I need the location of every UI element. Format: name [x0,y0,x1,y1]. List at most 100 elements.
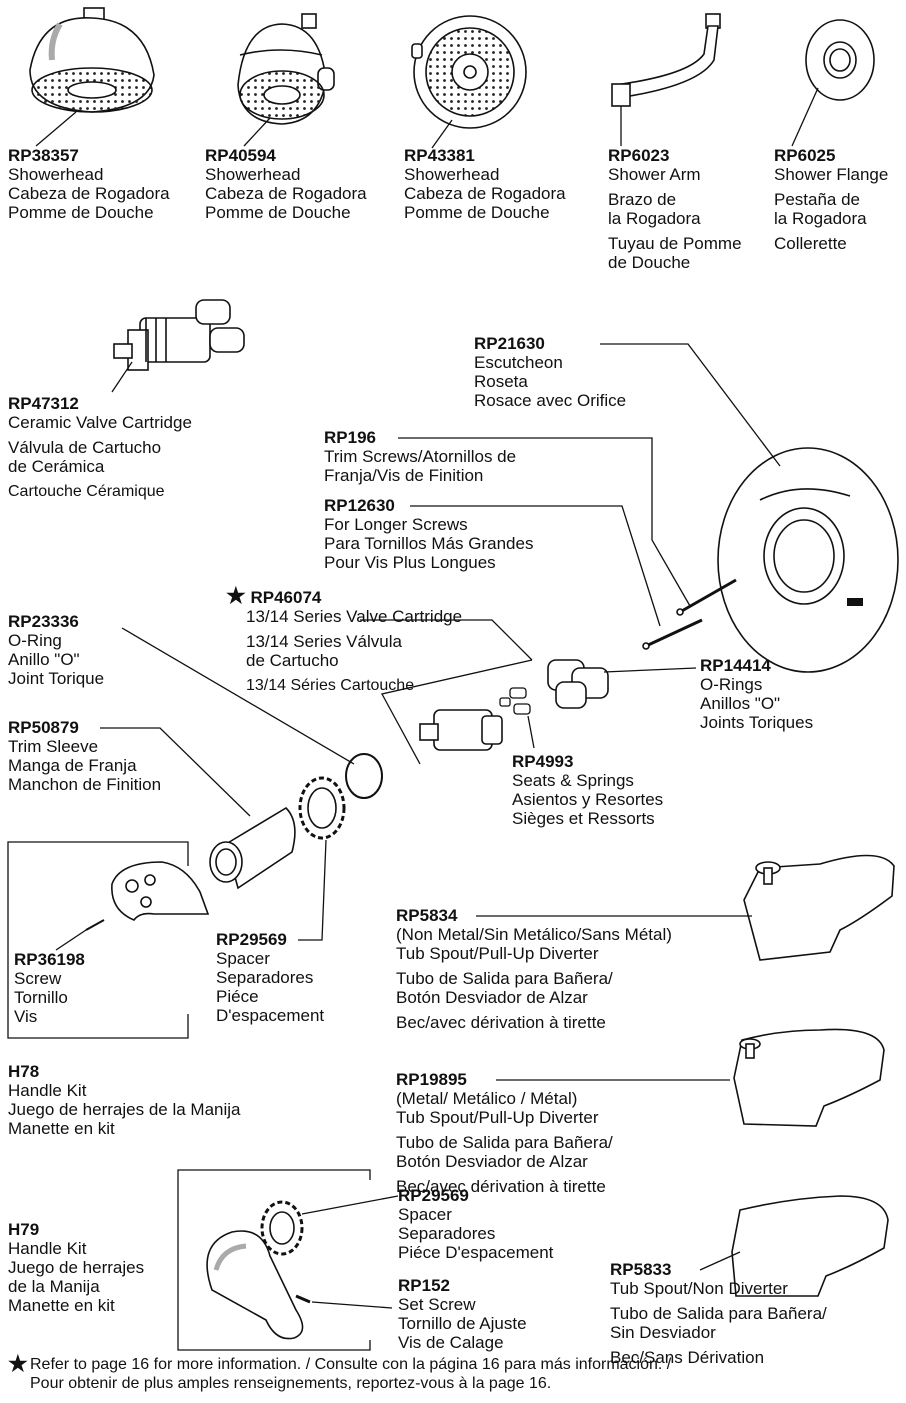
part-number: RP21630 [474,334,545,353]
spacer-rp29569b-illustration [260,1200,304,1256]
bracket-rp46074 [381,659,533,765]
leader-rp29569b [301,1195,399,1215]
leader-rp29569a [298,839,327,941]
part-name-fr-2: D'espacement [216,1006,325,1025]
part-name-en: Showerhead [205,165,301,184]
label-h79: H79 Handle Kit Juego de herrajes de la M… [8,1220,144,1315]
leader-rp21630 [600,343,781,467]
part-name-en: Shower Arm [608,165,701,184]
part-name-fr: Vis de Calage [398,1333,504,1352]
part-name-es-2: Botón Desviador de Alzar [396,1152,588,1171]
spacer-illustration [298,776,346,840]
tub-spout-rp5834-illustration [743,854,895,961]
part-name-es: Tubo de Salida para Bañera/ [396,1133,613,1152]
label-rp29569a: RP29569 Spacer Separadores Piéce D'espac… [216,930,324,1025]
part-name-es: Brazo de [608,190,677,209]
label-rp19895: RP19895 (Metal/ Metálico / Métal) Tub Sp… [396,1070,613,1196]
part-name-en: O-Rings [700,675,763,694]
leader-rp152 [311,1301,393,1309]
part-name-fr: Joint Torique [8,669,105,688]
part-number: RP47312 [8,394,79,413]
part-number: RP23336 [8,612,79,631]
part-name-es: Franja/Vis de Finition [324,466,484,485]
label-rp5834: RP5834 (Non Metal/Sin Metálico/Sans Méta… [396,906,672,1032]
part-number: RP196 [324,428,376,447]
leader-rp6025 [791,87,819,147]
part-name-en: 13/14 Series Valve Cartridge [246,607,463,626]
part-name-es: Anillos "O" [700,694,781,713]
leader-rp36198 [55,929,87,951]
leader-rp47312 [111,361,133,393]
part-name-es: 13/14 Series Válvula [246,632,402,651]
part-number-row: ★ RP46074 [226,585,462,608]
leader-rp50879 [100,727,251,817]
valve-cartridge-illustration [419,709,503,751]
ceramic-cartridge-illustration [113,299,245,371]
part-name-es: Cabeza de Rogadora [404,184,566,203]
part-name-es-2: de Cartucho [246,651,339,670]
part-name-en: Showerhead [404,165,500,184]
part-name-es: Anillo "O" [8,650,80,669]
leader-rp23336 [121,627,355,765]
part-name-es: Cabeza de Rogadora [205,184,367,203]
label-rp6025: RP6025 Shower Flange Pestaña de la Rogad… [774,146,888,253]
label-rp5833: RP5833 Tub Spout/Non Diverter Tubo de Sa… [610,1260,827,1367]
part-name-en: O-Ring [8,631,62,650]
part-number: RP50879 [8,718,79,737]
part-name-es: Tubo de Salida para Bañera/ [610,1304,827,1323]
asterisk-icon: ★ [8,1351,28,1376]
label-rp46074: ★ RP46074 13/14 Series Valve Cartridge 1… [226,585,463,695]
part-name-fr: Cartouche Céramique [8,483,165,500]
o-ring-illustration [345,753,383,799]
part-name-es: Tornillo [14,988,68,1007]
leader-rp4993 [527,715,535,749]
part-name-fr: Vis [14,1007,38,1026]
footnote: ★ Refer to page 16 for more information.… [8,1351,671,1393]
trim-screws-illustration [642,578,737,650]
part-name-es: Manga de Franja [8,756,137,775]
part-number: RP29569 [216,930,287,949]
valve-body-illustration [547,659,609,709]
part-name-es: Tornillo de Ajuste [398,1314,527,1333]
part-number: RP5833 [610,1260,672,1279]
label-rp6023: RP6023 Shower Arm Brazo de la Rogadora T… [608,146,742,272]
part-number: RP6025 [774,146,836,165]
part-number: RP19895 [396,1070,467,1089]
part-number: RP5834 [396,906,458,925]
part-name-es-2: la Rogadora [774,209,867,228]
leader-rp5833 [699,1251,741,1271]
part-name-es: Separadores [398,1224,496,1243]
part-name-en: Handle Kit [8,1239,87,1258]
part-number: RP6023 [608,146,670,165]
part-name-en: Handle Kit [8,1081,87,1100]
part-name-en: Trim Sleeve [8,737,99,756]
part-name-fr: Manchon de Finition [8,775,162,794]
label-rp38357: RP38357 Showerhead Cabeza de Rogadora Po… [8,146,170,222]
label-rp40594: RP40594 Showerhead Cabeza de Rogadora Po… [205,146,367,222]
part-name-fr: Piéce D'espacement [398,1243,554,1262]
leader-rp38357 [35,111,77,147]
part-name-fr: Bec/Sans Dérivation [610,1348,765,1367]
shower-flange-illustration [805,19,875,101]
part-name-en: Trim Screws/Atornillos de [324,447,517,466]
leader-rp196 [398,437,691,607]
label-rp152: RP152 Set Screw Tornillo de Ajuste Vis d… [398,1276,527,1352]
part-number: RP14414 [700,656,771,675]
part-name-es: Para Tornillos Más Grandes [324,534,534,553]
part-number: RP152 [398,1276,450,1295]
part-number: RP43381 [404,146,475,165]
seats-springs-illustration [499,687,531,715]
part-number: H79 [8,1220,40,1239]
part-name-en: Spacer [398,1205,452,1224]
part-name-en: Seats & Springs [512,771,634,790]
tub-spout-rp19895-illustration [733,1028,885,1127]
footnote-line-2: Pour obtenir de plus amples renseignemen… [30,1375,552,1392]
leader-rp43381 [431,119,453,149]
label-rp14414: RP14414 O-Rings Anillos "O" Joints Toriq… [700,656,813,732]
part-name-en: Ceramic Valve Cartridge [8,413,192,432]
part-name-fr: Pomme de Douche [8,203,154,222]
part-name-fr: Bec/avec dérivation à tirette [396,1013,606,1032]
part-name-en: Showerhead [8,165,104,184]
leader-rp14414 [603,667,697,673]
part-name-en: Set Screw [398,1295,476,1314]
